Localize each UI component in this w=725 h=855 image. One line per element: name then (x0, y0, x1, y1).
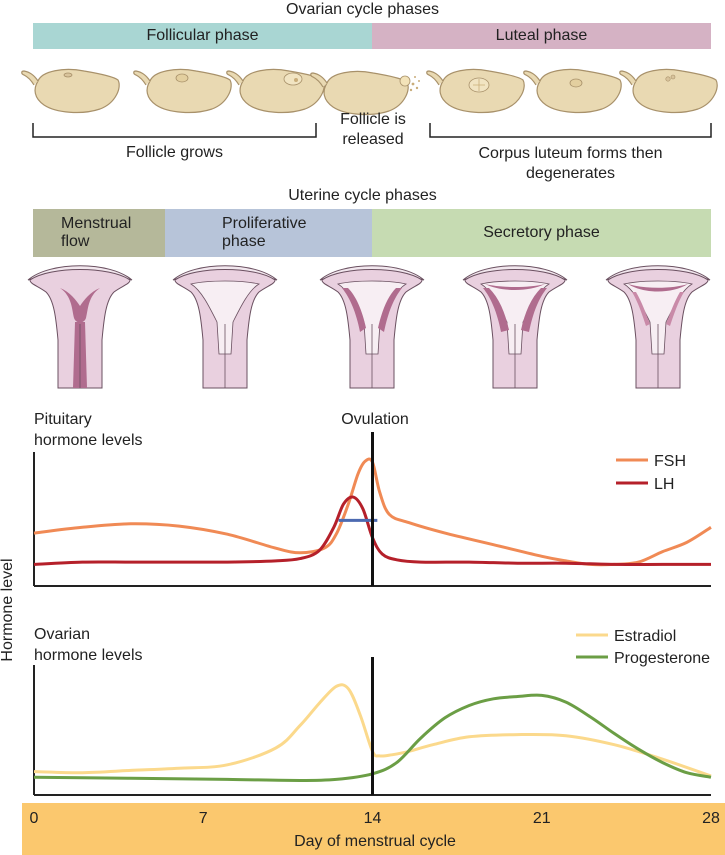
legend-progesterone-label: Progesterone (614, 650, 710, 667)
uterine-cycle-title: Uterine cycle phases (288, 187, 437, 204)
ovary-2 (133, 68, 232, 114)
luteal-phase-bar: Luteal phase (372, 23, 711, 49)
menstrual-flow-bar: Menstrual flow (33, 209, 165, 257)
uterus-4 (462, 265, 568, 389)
ovary-3 (226, 68, 325, 114)
ovarian-cycle-title: Ovarian cycle phases (286, 1, 439, 18)
legend-fsh-label: FSH (654, 453, 686, 470)
pituitary-title-2: hormone levels (34, 432, 143, 449)
day-tick-14: 14 (364, 810, 382, 827)
x-axis-label: Day of menstrual cycle (294, 833, 456, 850)
ovary-5 (426, 68, 525, 114)
uterus-3 (319, 265, 425, 389)
ovary-illustrations (21, 68, 718, 138)
day-axis-band (22, 803, 725, 855)
luteal-phase-label: Luteal phase (495, 27, 588, 44)
y-axis-label: Hormone level (0, 558, 16, 661)
proliferative-phase-bar: Proliferative phase (165, 209, 372, 257)
day-tick-7: 7 (199, 810, 208, 827)
ovarian-title-1: Ovarian (34, 626, 90, 643)
day-tick-21: 21 (533, 810, 551, 827)
uterus-5 (605, 265, 711, 389)
follicle-released-label-1: Follicle is (340, 111, 406, 128)
legend-estradiol-label: Estradiol (614, 628, 676, 645)
day-tick-28: 28 (702, 810, 720, 827)
uterus-illustrations (27, 265, 711, 389)
follicular-phase-bar: Follicular phase (33, 23, 372, 49)
legend-lh-label: LH (654, 476, 674, 493)
estradiol-line (33, 683, 712, 778)
ovary-4-release (310, 70, 420, 116)
menstrual-label-1: Menstrual (61, 215, 132, 232)
hormone-charts: Pituitary hormone levels Ovulation Ovari… (0, 411, 725, 855)
corpus-luteum-label-1: Corpus luteum forms then (478, 145, 663, 162)
day-tick-0: 0 (30, 810, 39, 827)
pituitary-title-1: Pituitary (34, 411, 92, 428)
menstrual-label-2: flow (61, 233, 90, 250)
lh-line (33, 495, 712, 566)
day-ticks: 0 7 14 21 28 (30, 810, 720, 827)
follicular-phase-label: Follicular phase (146, 27, 259, 44)
uterus-2 (172, 265, 278, 389)
follicle-grows-label: Follicle grows (126, 144, 223, 161)
proliferative-label-1: Proliferative (222, 215, 307, 232)
proliferative-label-2: phase (222, 233, 266, 250)
follicle-released-label-2: released (342, 131, 404, 148)
uterus-1 (27, 265, 133, 389)
ovary-6 (523, 68, 622, 114)
ovary-7 (619, 68, 718, 114)
secretory-phase-bar: Secretory phase (372, 209, 711, 257)
ovary-1 (21, 68, 120, 114)
ovulation-label: Ovulation (341, 411, 409, 428)
follicle-grows-bracket (32, 123, 317, 138)
secretory-label: Secretory phase (483, 224, 600, 241)
corpus-luteum-bracket (429, 123, 712, 138)
progesterone-line (33, 693, 712, 783)
ovarian-title-2: hormone levels (34, 647, 143, 664)
corpus-luteum-label-2: degenerates (526, 165, 615, 182)
